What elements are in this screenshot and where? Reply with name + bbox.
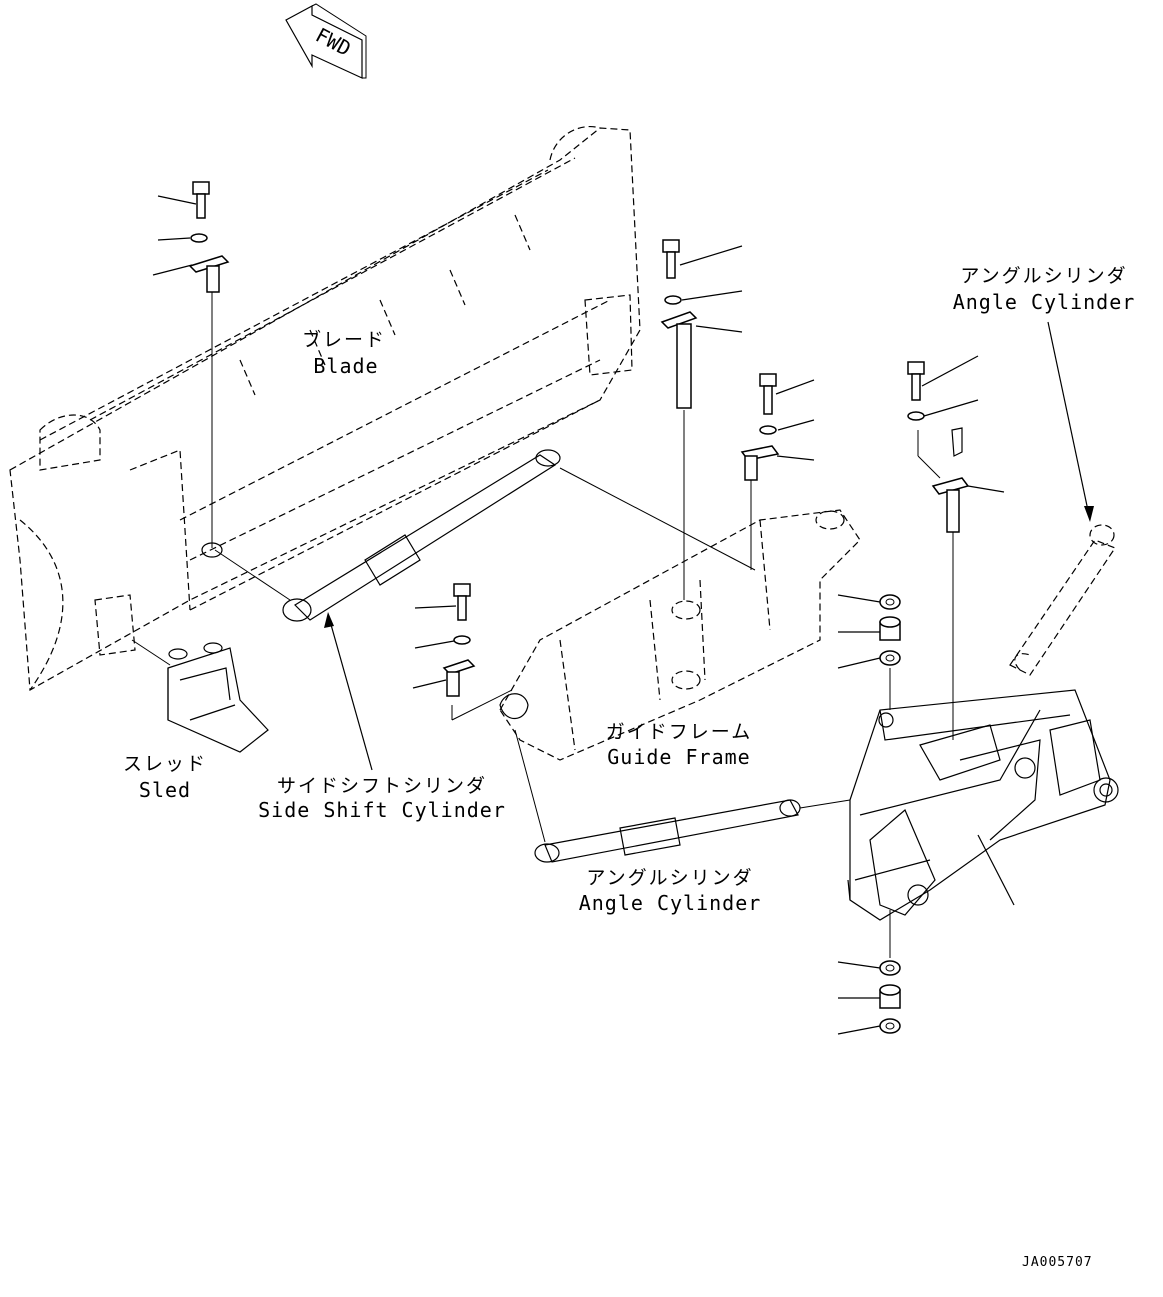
side-shift-label-en: Side Shift Cylinder: [258, 798, 506, 822]
angle-cylinder-top-leader: [1047, 321, 1091, 521]
angle-cylinder-top-label-jp: アングルシリンダ: [960, 265, 1127, 287]
angle-cylinder-bottom-label-jp: アングルシリンダ: [586, 867, 753, 889]
guide-frame-label-jp: ガイドフレーム: [606, 721, 752, 743]
sled-part: [131, 639, 269, 753]
hardware-stack-left: [152, 181, 230, 558]
guide-frame-outline: [451, 509, 861, 761]
bracket-leader: [977, 834, 1015, 906]
bushing-stack-lower: [837, 910, 901, 1035]
guide-frame-label-en: Guide Frame: [607, 745, 750, 769]
angle-cylinder-top-arrowhead: [1084, 506, 1094, 522]
side-shift-arrowhead: [324, 612, 334, 628]
side-shift-label-jp: サイドシフトシリンダ: [277, 775, 487, 797]
hardware-stack-guide-right: [740, 373, 815, 570]
hardware-stack-right: [907, 355, 1005, 740]
hardware-stack-center: [660, 239, 743, 600]
angle-cylinder-top-label-en: Angle Cylinder: [953, 290, 1136, 314]
sled-label-en: Sled: [139, 778, 191, 802]
fwd-direction-arrow: FWD: [285, 3, 367, 79]
blade-label-jp: ブレード: [302, 328, 386, 351]
blade-label-en: Blade: [313, 354, 378, 378]
bushing-stack-upper: [837, 594, 901, 710]
fwd-label: FWD: [312, 23, 355, 61]
side-shift-cylinder: [214, 449, 756, 622]
blade-outline: [9, 126, 641, 691]
angle-cylinder-bottom: [514, 729, 851, 863]
drawing-code: JA005707: [1022, 1255, 1093, 1270]
bracket-assembly: [847, 689, 1119, 921]
side-shift-leader: [327, 613, 373, 771]
hardware-stack-sideshift: [412, 583, 476, 697]
angle-cylinder-top-right: [1009, 524, 1116, 676]
angle-cylinder-bottom-label-en: Angle Cylinder: [579, 891, 762, 915]
sled-label-jp: スレッド: [123, 753, 207, 775]
